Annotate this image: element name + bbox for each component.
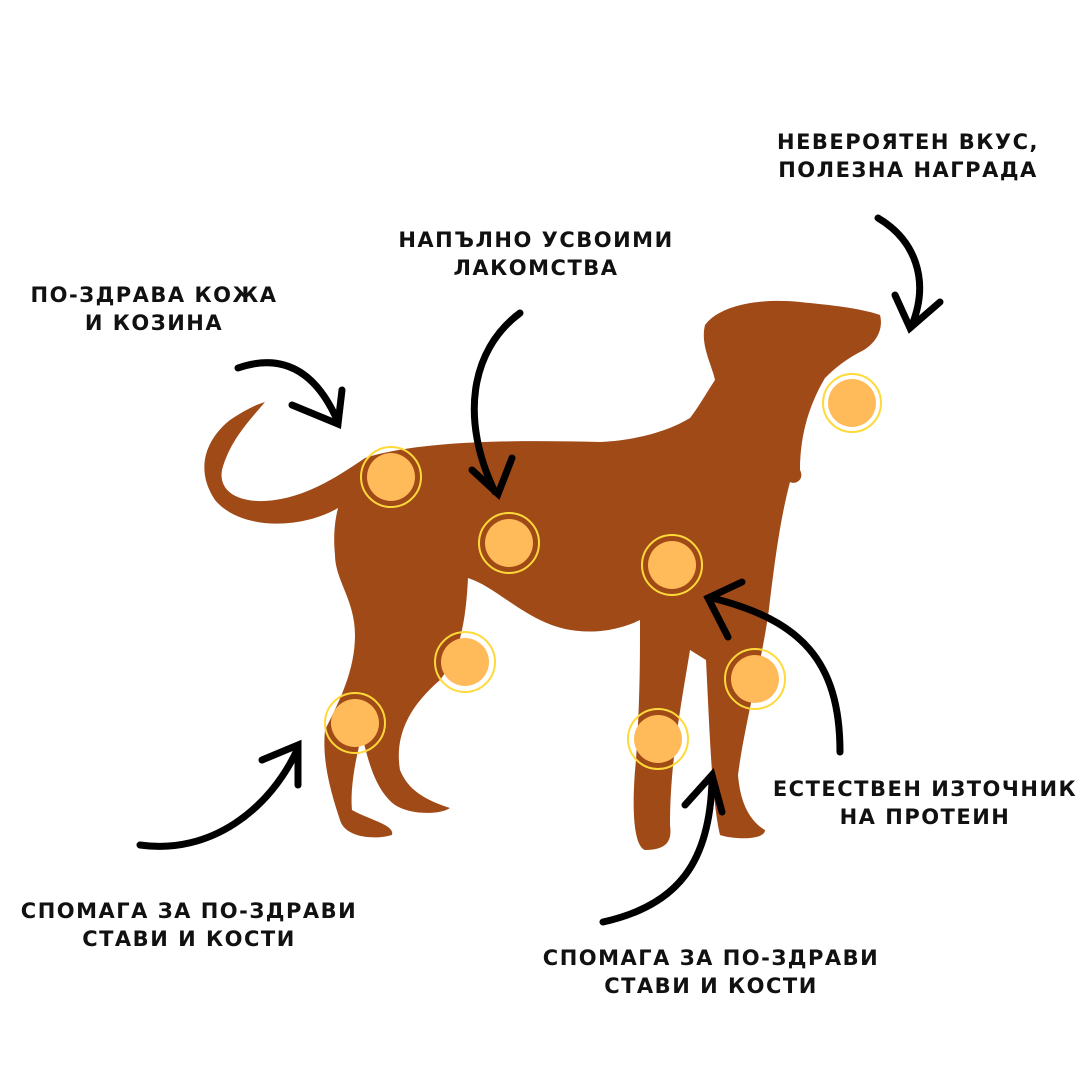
label-joints-left: СПОМАГА ЗА ПО-ЗДРАВИ СТАВИ И КОСТИ [20, 899, 358, 951]
arrow-joints-left-icon [136, 739, 302, 850]
label-digestible: НАПЪЛНО УСВОИМИ ЛАКОМСТВА [398, 228, 674, 280]
spot-front-elbow [724, 648, 786, 710]
arrows [136, 214, 944, 926]
label-skin: ПО-ЗДРАВА КОЖА И КОЗИНА [30, 283, 278, 335]
spot-hind-hock [324, 692, 386, 754]
label-taste: НЕВЕРОЯТЕН ВКУС, ПОЛЕЗНА НАГРАДА [777, 130, 1039, 182]
spot-back [360, 446, 422, 508]
arrow-digestible-icon [468, 309, 524, 501]
arrow-skin-icon [234, 359, 346, 429]
highlight-spots [324, 373, 882, 770]
arrow-joints-right-icon [599, 767, 726, 926]
spot-hind-knee [434, 631, 496, 693]
spot-belly [478, 512, 540, 574]
arrow-taste-icon [874, 214, 944, 334]
spot-chest [641, 534, 703, 596]
label-protein: ЕСТЕСТВЕН ИЗТОЧНИК НА ПРОТЕИН [772, 777, 1078, 829]
label-joints-right: СПОМАГА ЗА ПО-ЗДРАВИ СТАВИ И КОСТИ [542, 946, 880, 998]
dog-silhouette [204, 300, 881, 850]
arrow-protein-icon [703, 578, 844, 756]
spot-neck [822, 373, 882, 433]
spot-front-knee [627, 708, 689, 770]
